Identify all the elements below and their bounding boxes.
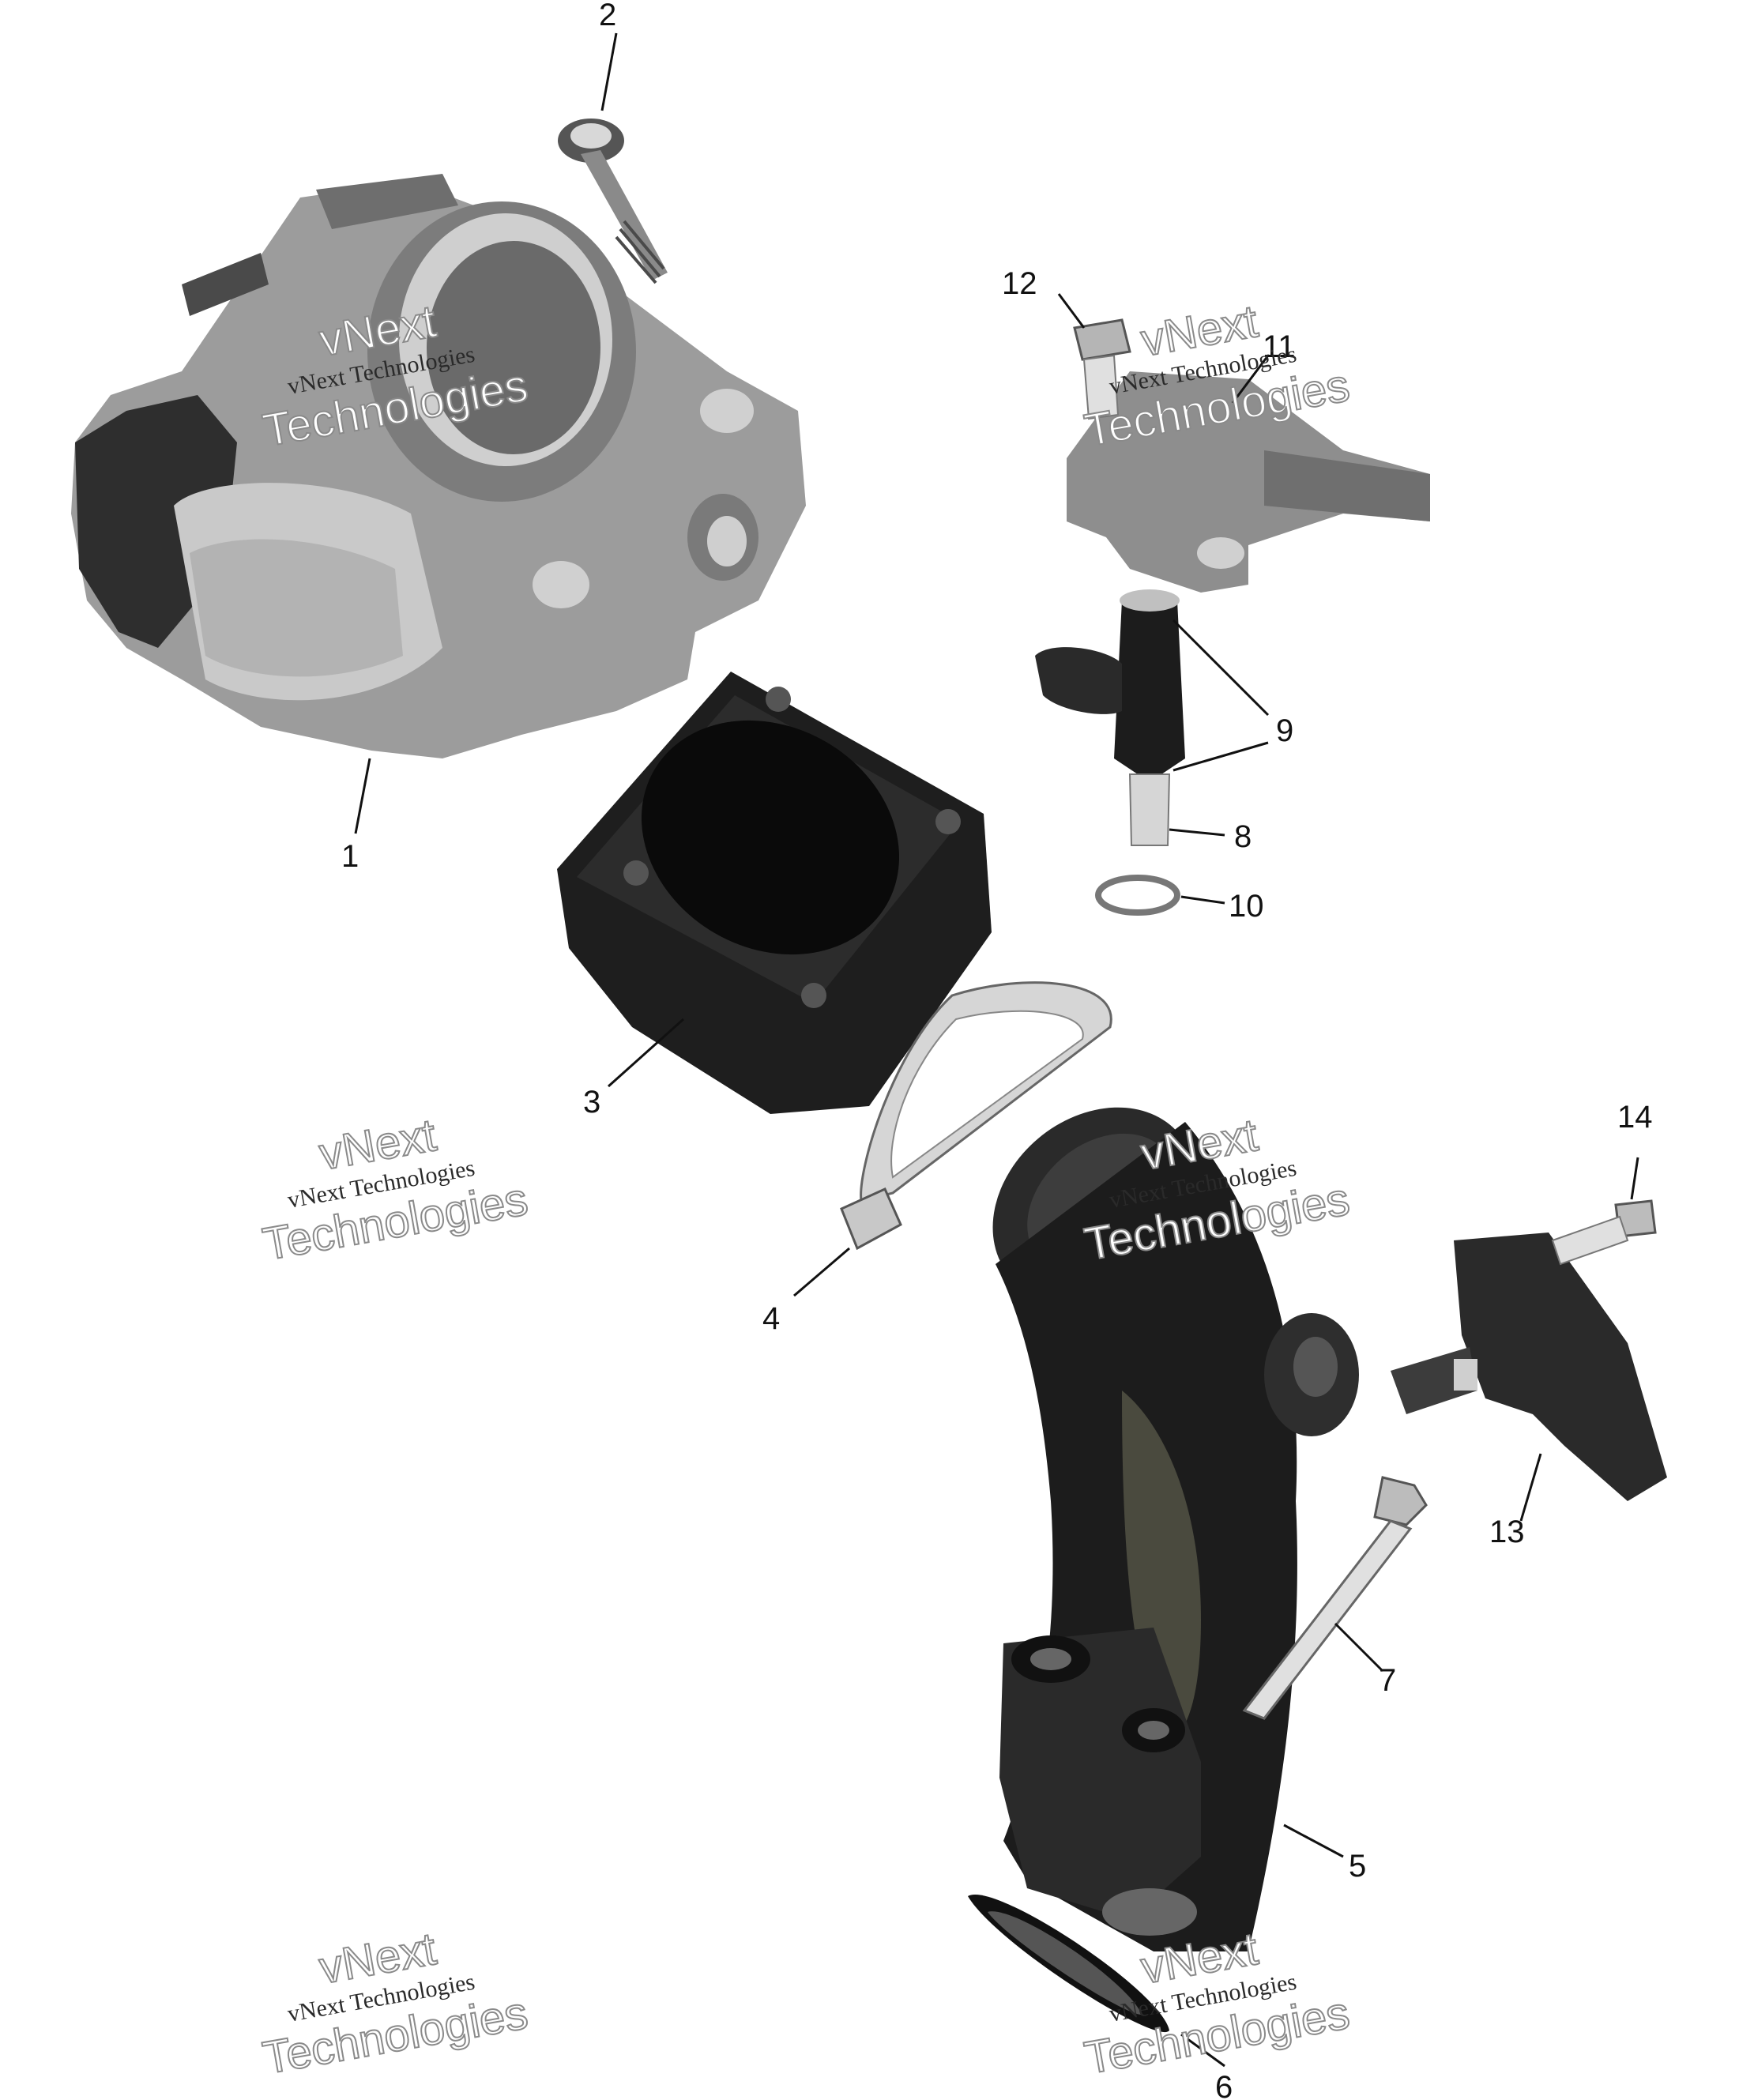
sensor-part-13 bbox=[1391, 1233, 1667, 1501]
fuel-injector-part-8 bbox=[1035, 589, 1185, 846]
callout-labels: 1 2 3 4 5 6 7 8 9 10 11 12 13 14 bbox=[341, 0, 1653, 2100]
callout-7: 7 bbox=[1379, 1663, 1396, 1698]
callout-4: 4 bbox=[762, 1301, 780, 1336]
long-bolt-part-7 bbox=[1242, 1476, 1428, 1720]
watermark-mid-right: vNext vNext Technologies Technologies bbox=[1080, 1108, 1354, 1271]
callout-5: 5 bbox=[1349, 1849, 1366, 1884]
callout-1: 1 bbox=[341, 839, 359, 874]
callout-12: 12 bbox=[1002, 266, 1037, 301]
adapter-part-3 bbox=[557, 672, 992, 1114]
callout-9: 9 bbox=[1276, 713, 1293, 748]
o-ring-part-10 bbox=[1095, 875, 1180, 916]
watermark-bottom-left: vNext vNext Technologies Technologies bbox=[258, 1922, 533, 2085]
callout-11: 11 bbox=[1263, 329, 1296, 364]
throttle-body-part bbox=[71, 174, 806, 758]
intake-elbow-part-5 bbox=[992, 1107, 1359, 1951]
fuel-rail-part-11 bbox=[1067, 371, 1430, 593]
callout-13: 13 bbox=[1489, 1515, 1525, 1549]
callout-6: 6 bbox=[1215, 2070, 1233, 2100]
callout-2: 2 bbox=[599, 0, 616, 32]
leader-lines bbox=[354, 32, 1639, 2068]
small-bolt-part-12 bbox=[1073, 318, 1131, 420]
watermark-mid-left: vNext vNext Technologies Technologies bbox=[258, 1108, 533, 1271]
bolt-part-14 bbox=[1551, 1199, 1657, 1266]
callout-10: 10 bbox=[1229, 889, 1264, 924]
clamp-part-4 bbox=[840, 981, 1112, 1251]
callout-3: 3 bbox=[583, 1085, 600, 1120]
callout-14: 14 bbox=[1617, 1100, 1653, 1135]
callout-8: 8 bbox=[1234, 819, 1252, 854]
gasket-part-6 bbox=[968, 1895, 1169, 2033]
screw-part-2 bbox=[558, 119, 668, 284]
